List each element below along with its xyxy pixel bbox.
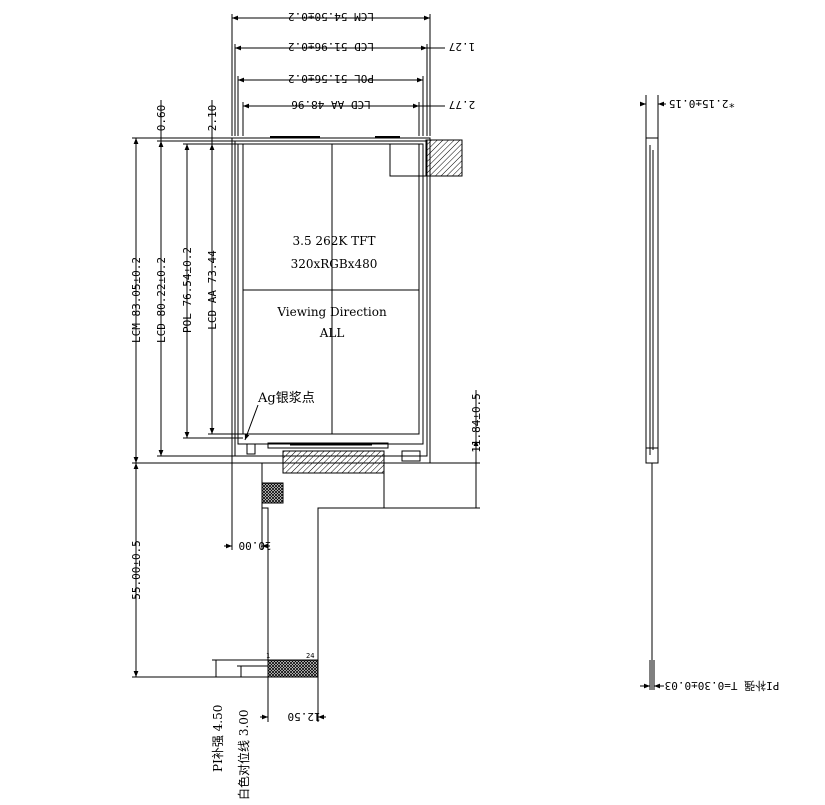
side-body xyxy=(646,138,658,463)
module-outline xyxy=(232,137,430,463)
dim-offset-060: 0.60 xyxy=(155,105,168,132)
viewing-direction-value: ALL xyxy=(319,326,345,340)
stiffener-label: PI补强 4.50 xyxy=(211,705,225,772)
pin-last-label: 24 xyxy=(306,652,314,660)
top-dimension-texts: LCM 54.50±0.2 LCD 51.96±0.2 1.27 POL 51.… xyxy=(288,10,475,111)
corner-leader xyxy=(390,144,426,176)
fpc-cable xyxy=(262,451,384,677)
fpc-dimensions xyxy=(212,390,480,722)
dim-pi-thickness: PI补强 T=0.30±0.03 xyxy=(665,679,780,692)
dim-thickness: *2.15±0.15 xyxy=(669,97,735,110)
dim-offset-277: 2.77 xyxy=(449,98,476,111)
alignment-line-label: 白色对位线 3.00 xyxy=(236,709,251,800)
dim-lcm-height: LCM 83.05±0.2 xyxy=(130,257,143,343)
ag-note-label: Ag银浆点 xyxy=(257,391,315,406)
dim-offset-127: 1.27 xyxy=(449,40,476,53)
panel-texts: 3.5 262K TFT 320xRGBx480 Viewing Directi… xyxy=(245,234,387,440)
active-area xyxy=(243,144,419,434)
dim-lcm-width: LCM 54.50±0.2 xyxy=(288,10,374,23)
resolution-label: 320xRGBx480 xyxy=(291,257,378,271)
dim-pol-width: POL 51.56±0.2 xyxy=(288,72,374,85)
fpc-contact-zone xyxy=(268,660,318,677)
top-dimensions xyxy=(232,14,445,136)
left-dimension-texts: LCM 83.05±0.2 LCD 80.22±0.2 POL 76.54±0.… xyxy=(130,105,219,600)
dim-pol-height: POL 76.54±0.2 xyxy=(181,247,194,333)
dim-aa-width: LCD AA 48.96 xyxy=(291,98,370,111)
dim-fpc-width: 12.50 xyxy=(287,710,320,723)
pin-first-label: 1 xyxy=(266,652,270,660)
dim-tail-offset: 11.84±0.5 xyxy=(470,393,483,453)
dim-offset-210: 2.10 xyxy=(206,105,219,132)
lcd-glass-outline xyxy=(235,141,427,456)
dim-lcd-width: LCD 51.96±0.2 xyxy=(288,40,374,53)
dim-fpc-length: 55.00±0.5 xyxy=(130,540,143,600)
corner-hatch xyxy=(426,140,462,176)
dim-fpc-offset: 10.00 xyxy=(238,539,271,552)
left-dimensions xyxy=(132,100,268,677)
side-view-texts: *2.15±0.15 PI补强 T=0.30±0.03 xyxy=(665,97,780,692)
lcd-type-label: 3.5 262K TFT xyxy=(293,234,376,248)
dim-lcd-height: LCD 80.22±0.2 xyxy=(155,257,168,343)
viewing-direction-title: Viewing Direction xyxy=(276,305,387,319)
side-view xyxy=(640,95,666,690)
dim-aa-height: LCD AA 73.44 xyxy=(206,250,219,330)
fpc-dimension-texts: 11.84±0.5 10.00 12.50 1 24 PI补强 4.50 白色对… xyxy=(211,393,483,800)
lcm-outline xyxy=(232,138,430,463)
ag-leader-line xyxy=(245,405,258,440)
